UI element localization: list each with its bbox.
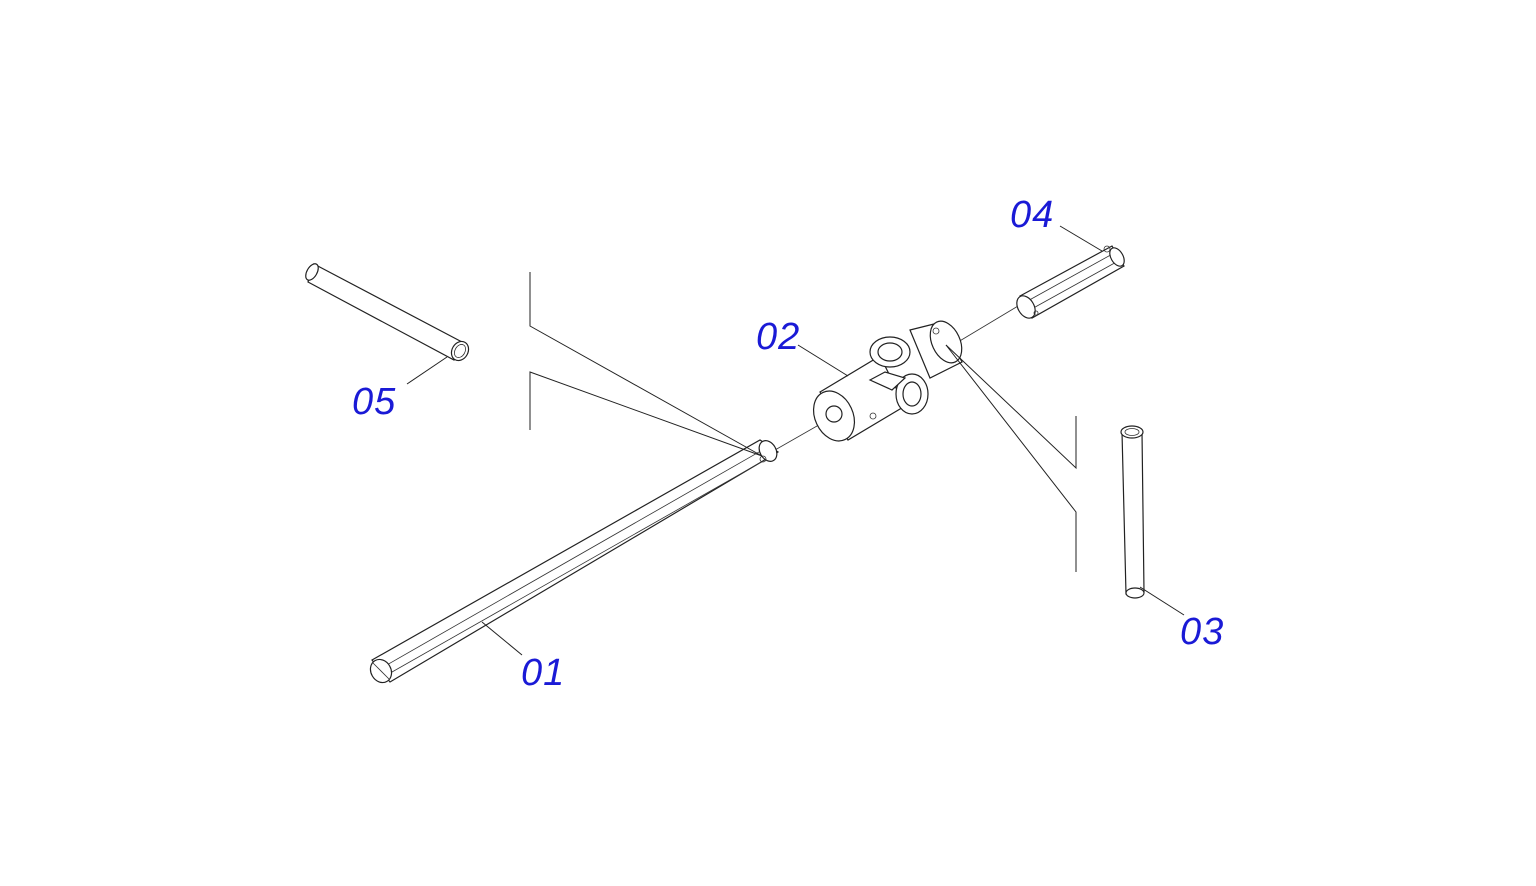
callout-02: 02 — [756, 316, 801, 358]
callout-05: 05 — [352, 381, 397, 423]
leader-lines — [406, 225, 1185, 656]
callout-04: 04 — [1010, 194, 1055, 236]
break-symbol-right — [945, 344, 1077, 572]
part-02-universal-joint[interactable] — [806, 316, 968, 447]
callout-01: 01 — [521, 652, 566, 694]
part-05-roll-pin[interactable] — [303, 262, 472, 364]
break-symbol-left — [529, 272, 763, 457]
part-03-roll-pin[interactable] — [1120, 425, 1145, 599]
callout-03: 03 — [1180, 611, 1225, 653]
part-04-short-shaft[interactable] — [1013, 245, 1127, 321]
part-01-shaft[interactable] — [366, 437, 780, 686]
